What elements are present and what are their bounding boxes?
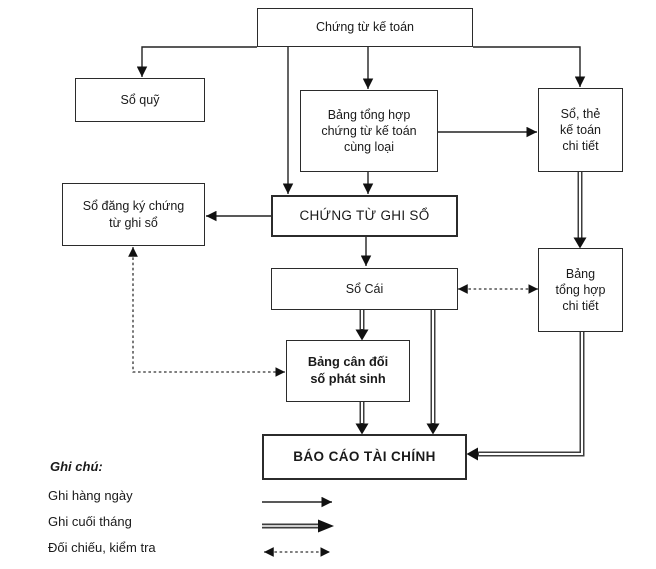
arrowhead-monthly-1 xyxy=(573,237,587,249)
arrowhead-monthly-4 xyxy=(355,423,369,435)
node-label: Sổ, thẻ kế toán chi tiết xyxy=(559,106,601,154)
node-so-the-ke-toan-chi-tiet: Sổ, thẻ kế toán chi tiết xyxy=(538,88,623,172)
legend-label-crosscheck: Đối chiếu, kiểm tra xyxy=(48,540,156,555)
node-so-quy: Sổ quỹ xyxy=(75,78,205,122)
node-label: Bảng cân đối số phát sinh xyxy=(307,354,389,386)
arrow-check-sodangky-bangcandoi xyxy=(128,247,285,377)
node-chung-tu-ghi-so: CHỨNG TỪ GHI SỔ xyxy=(271,195,458,237)
node-bang-can-doi-so-phat-sinh: Bảng cân đối số phát sinh xyxy=(286,340,410,402)
legend-heading: Ghi chú: xyxy=(50,459,103,474)
node-label: Sổ đăng ký chứng từ ghi sổ xyxy=(82,199,185,230)
double-line-gap-5 xyxy=(479,332,583,455)
legend-label-daily: Ghi hàng ngày xyxy=(48,488,133,503)
arrow-daily-ctkt-to-soquy xyxy=(136,46,257,77)
node-bang-tong-hop-chung-tu: Bảng tổng hợp chứng từ kế toán cùng loại xyxy=(300,90,438,172)
node-label: Bảng tổng hợp chi tiết xyxy=(555,266,606,314)
arrowhead-monthly-2 xyxy=(355,329,369,341)
legend-dashed-arrow-icon xyxy=(264,547,330,557)
node-label: CHỨNG TỪ GHI SỔ xyxy=(299,208,430,224)
node-label: Sổ quỹ xyxy=(120,92,160,107)
node-label: BÁO CÁO TÀI CHÍNH xyxy=(293,449,436,465)
arrowhead-monthly-3 xyxy=(426,423,440,435)
legend-thin-arrow-icon xyxy=(262,496,332,508)
node-label: Chứng từ kế toán xyxy=(315,20,415,35)
daily-arrows xyxy=(136,46,586,266)
node-bang-tong-hop-chi-tiet: Bảng tổng hợp chi tiết xyxy=(538,248,623,332)
node-so-dang-ky-chung-tu-ghi-so: Sổ đăng ký chứng từ ghi sổ xyxy=(62,183,205,246)
node-label: Sổ Cái xyxy=(345,281,384,296)
node-label: Bảng tổng hợp chứng từ kế toán cùng loại xyxy=(321,107,417,155)
monthly-arrows xyxy=(355,172,587,461)
arrow-daily-ctkt-to-sothe xyxy=(473,46,586,87)
node-so-cai: Sổ Cái xyxy=(271,268,458,310)
node-chung-tu-ke-toan: Chứng từ kế toán xyxy=(257,8,473,47)
arrowhead-monthly-5 xyxy=(466,447,478,461)
legend-label-monthly: Ghi cuối tháng xyxy=(48,514,132,529)
arrow-monthly-bangtonghopchitiet-to-baocao xyxy=(478,332,585,457)
legend-thick-arrow-icon xyxy=(262,519,334,533)
crosscheck-arrows xyxy=(128,247,538,377)
node-bao-cao-tai-chinh: BÁO CÁO TÀI CHÍNH xyxy=(262,434,467,480)
